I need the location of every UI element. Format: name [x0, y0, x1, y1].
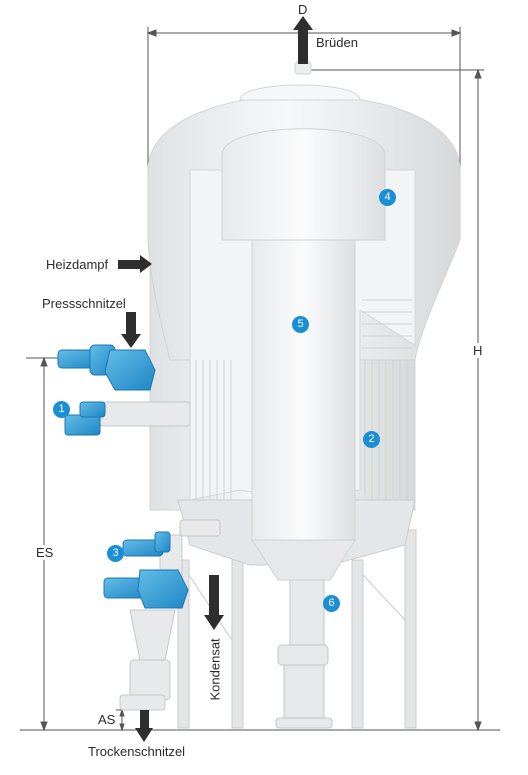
- marker-6: 6: [323, 595, 340, 612]
- marker-3: 3: [107, 545, 124, 562]
- marker-2: 2: [363, 431, 380, 448]
- trockenschnitzel-label: Trockenschnitzel: [88, 744, 186, 759]
- bottom-outlet-pipe: [275, 569, 333, 729]
- heizdampf-arrow: [118, 255, 152, 273]
- bruden-arrow: [293, 16, 313, 64]
- heizdampf-label: Heizdampf: [46, 257, 109, 272]
- flow-arrows: [118, 16, 313, 742]
- central-tube: [221, 61, 386, 581]
- kondensat-label: Kondensat: [207, 638, 223, 701]
- trockenschnitzel-arrow: [135, 710, 153, 742]
- bruden-label: Brüden: [316, 35, 358, 50]
- as-label: AS: [98, 712, 116, 727]
- marker-1: 1: [53, 401, 70, 418]
- blue-feed-equipment: [57, 344, 189, 609]
- marker-5: 5: [292, 316, 309, 333]
- pressschnitzel-arrow: [121, 312, 141, 348]
- height-label: H: [472, 343, 484, 358]
- pressschnitzel-label: Pressschnitzel: [42, 296, 126, 311]
- dimension-lines: [20, 27, 500, 732]
- diameter-label: D: [298, 2, 308, 17]
- marker-4: 4: [379, 189, 396, 206]
- kondensat-arrow: [204, 575, 224, 630]
- es-label: ES: [34, 545, 56, 560]
